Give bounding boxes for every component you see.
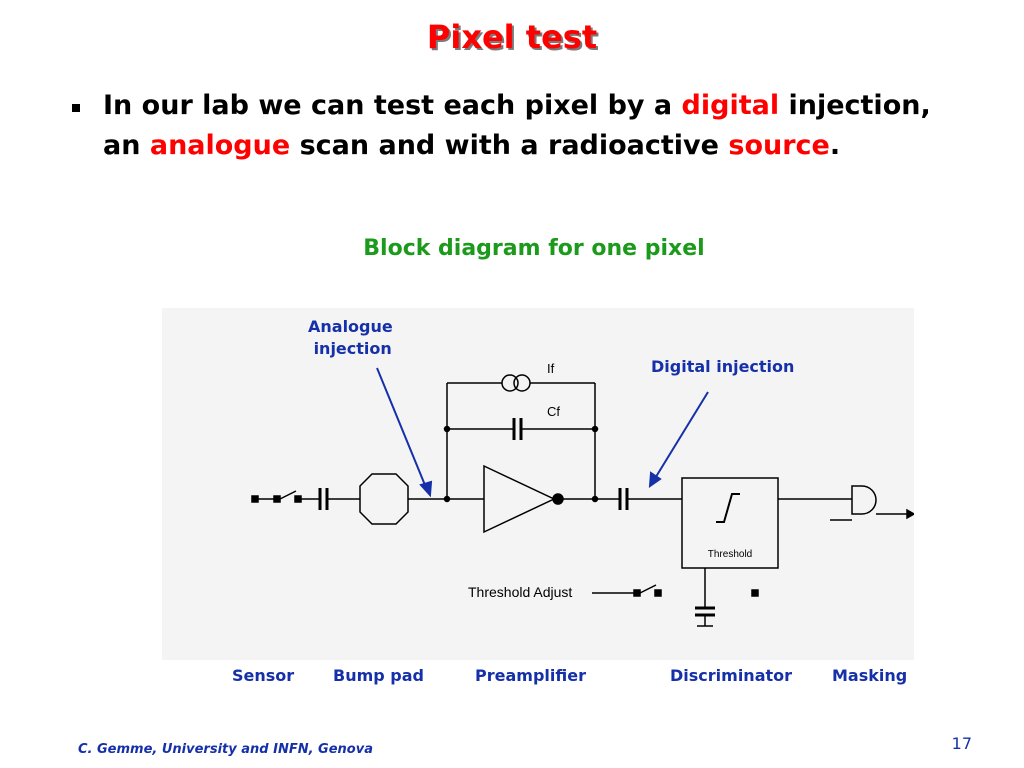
bullet-highlight-source: source: [728, 130, 830, 161]
preamp-output-bubble: [552, 493, 564, 505]
sensor-terminal-mid: [273, 495, 281, 503]
block-label-discriminator: Discriminator: [670, 666, 793, 685]
bullet-marker: [72, 104, 80, 112]
sensor-terminal-left: [251, 495, 259, 503]
bullet-text-part1: In our lab we can test each pixel by a: [103, 90, 682, 121]
bump-pad-octagon: [359, 473, 409, 525]
digital-injection-label: Digital injection: [651, 357, 795, 376]
page-number: 17: [951, 734, 972, 753]
analogue-injection-arrow: [376, 367, 428, 491]
block-label-preamplifier: Preamplifier: [475, 666, 586, 685]
sensor-switch-blade: [279, 490, 297, 500]
diagram-subtitle: Block diagram for one pixel: [363, 236, 705, 261]
threshold-switch-blade: [639, 584, 657, 594]
block-label-bump-pad: Bump pad: [333, 666, 424, 685]
threshold-right-terminal: [751, 589, 759, 597]
bullet-highlight-digital: digital: [681, 90, 780, 121]
bullet-text-part4: .: [829, 130, 841, 161]
slide-title: Pixel test: [426, 18, 598, 56]
cf-label: Cf: [547, 404, 560, 419]
discriminator-box: [681, 477, 779, 569]
pixel-block-diagram: If Cf Threshold Threshold Adjust: [162, 308, 916, 660]
block-label-masking: Masking: [832, 666, 908, 685]
block-label-sensor: Sensor: [232, 666, 295, 685]
masking-and-gate: [851, 485, 877, 515]
bullet-text-part3: scan and with a radioactive: [290, 130, 729, 161]
threshold-step-symbol: [716, 493, 740, 523]
threshold-label: Threshold: [708, 549, 752, 560]
preamp-output-node: [591, 495, 599, 503]
analogue-injection-label: Analogue injection: [308, 317, 393, 358]
bullet-text: In our lab we can test each pixel by a d…: [103, 86, 953, 166]
footer-author: C. Gemme, University and INFN, Genova: [78, 742, 373, 757]
threshold-adjust-label: Threshold Adjust: [468, 584, 572, 600]
output-arrowhead: [906, 508, 916, 520]
current-source-circle-a: [501, 374, 519, 392]
if-label: If: [547, 361, 555, 376]
threshold-switch-terminal: [633, 589, 641, 597]
digital-arrowhead: [648, 471, 662, 489]
current-source-circle-b: [513, 374, 531, 392]
circuit-schematic: If Cf Threshold Threshold Adjust: [251, 361, 916, 627]
analogue-arrowhead: [419, 480, 433, 498]
preamplifier-triangle: [483, 464, 556, 534]
bullet-highlight-analogue: analogue: [149, 130, 291, 161]
bullet-text-part2: injection, an: [103, 90, 931, 161]
threshold-switch-contact: [654, 589, 662, 597]
digital-injection-arrow: [653, 391, 709, 481]
sensor-switch-contact: [294, 495, 302, 503]
